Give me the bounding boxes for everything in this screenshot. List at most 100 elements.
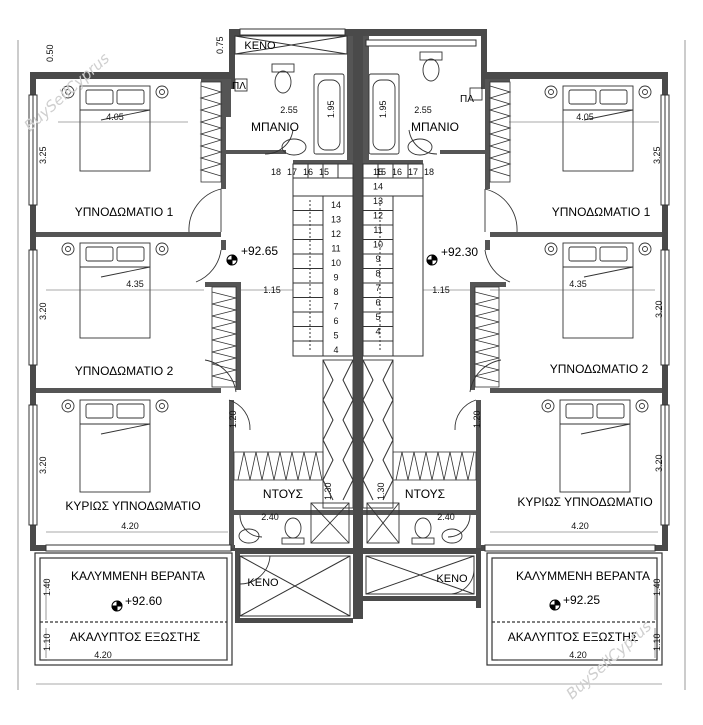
stair-number-left-top: 18 bbox=[271, 167, 281, 177]
dim-left-balcony-width: 4.20 bbox=[94, 650, 112, 660]
level-right-hall: +92.30 bbox=[441, 245, 478, 259]
label-right-bedroom1: ΥΠΝΟΔΩΜΑΤΙΟ 1 bbox=[552, 205, 651, 219]
stair-number-left: 4 bbox=[333, 345, 338, 355]
dim-left-tub: 1.95 bbox=[326, 100, 336, 118]
stair-number-right: 11 bbox=[373, 225, 382, 235]
dim-right-bed2-width: 4.35 bbox=[569, 279, 587, 289]
dimension-text: 0.50 0.75 3.25 3.20 3.20 3.25 3.20 3.20 … bbox=[38, 36, 664, 660]
label-right-bedroom2: ΥΠΝΟΔΩΜΑΤΙΟ 2 bbox=[550, 362, 649, 376]
dim-left-hall-width: 1.15 bbox=[263, 285, 281, 295]
double-bed bbox=[61, 85, 169, 172]
level-markers bbox=[111, 254, 561, 612]
stair-number-left: 8 bbox=[333, 287, 338, 297]
dim-left-shower: 1.30 bbox=[323, 482, 333, 500]
dim-right-master-width: 4.20 bbox=[571, 521, 589, 531]
label-right-bathroom: ΜΠΑΝΙΟ bbox=[411, 120, 459, 134]
stair-number-right: 15 bbox=[373, 167, 383, 177]
dim-left-bed1-width: 4.05 bbox=[106, 112, 124, 122]
label-left-bedroom1: ΥΠΝΟΔΩΜΑΤΙΟ 1 bbox=[75, 205, 174, 219]
stair-number-right-top: 15 bbox=[376, 167, 386, 177]
dim-left-bed2-width: 4.35 bbox=[126, 279, 144, 289]
stair-number-right: 6 bbox=[375, 298, 380, 308]
dim-right-320b: 3.20 bbox=[654, 454, 664, 472]
staircase bbox=[292, 163, 424, 509]
dim-left-bath-width: 2.55 bbox=[280, 105, 298, 115]
label-right-pl: ΠΛ bbox=[460, 94, 474, 105]
stair-number-left-top: 16 bbox=[303, 167, 313, 177]
label-left-open-balcony: ΑΚΑΛΥΠΤΟΣ ΕΞΩΣΤΗΣ bbox=[70, 630, 201, 644]
sanitary-fixtures bbox=[234, 51, 483, 545]
dim-left-320b: 3.20 bbox=[38, 456, 48, 474]
stair-number-left: 14 bbox=[331, 200, 341, 210]
double-bed bbox=[544, 242, 652, 339]
double-bed bbox=[544, 85, 652, 172]
dim-right-corridor: 1.20 bbox=[472, 410, 482, 428]
dim-right-balcony-depth: 1.10 bbox=[652, 633, 662, 651]
dim-right-bed1-width: 4.05 bbox=[576, 112, 594, 122]
stair-number-left: 9 bbox=[333, 273, 338, 283]
dim-right-balcony-width: 4.20 bbox=[569, 650, 587, 660]
stair-number-left: 5 bbox=[333, 331, 338, 341]
stair-number-right: 10 bbox=[373, 240, 383, 250]
stair-number-right: 12 bbox=[373, 211, 383, 221]
balconies bbox=[34, 552, 663, 666]
label-right-master: ΚΥΡΙΩΣ ΥΠΝΟΔΩΜΑΤΙΟ bbox=[517, 495, 652, 509]
label-right-covered-veranda: ΚΑΛΥΜΜΕΝΗ ΒΕΡΑΝΤΑ bbox=[516, 569, 650, 583]
label-left-bedroom2: ΥΠΝΟΔΩΜΑΤΙΟ 2 bbox=[75, 364, 174, 378]
dim-right-veranda-depth: 1.40 bbox=[652, 578, 662, 596]
stair-number-left: 6 bbox=[333, 316, 338, 326]
stair-number-right: 8 bbox=[375, 269, 380, 279]
dim-right-325: 3.25 bbox=[652, 146, 662, 164]
stair-number-right: 4 bbox=[375, 327, 380, 337]
dim-right-hall-width: 1.15 bbox=[432, 285, 450, 295]
dim-top-left-050: 0.50 bbox=[45, 44, 55, 62]
dim-right-320a: 3.20 bbox=[654, 300, 664, 318]
wardrobes bbox=[199, 81, 512, 481]
dimension-lines bbox=[17, 40, 686, 690]
level-left-hall: +92.65 bbox=[241, 244, 278, 258]
dim-right-shower: 1.30 bbox=[376, 482, 386, 500]
double-bed bbox=[61, 242, 169, 339]
label-left-bathroom: ΜΠΑΝΙΟ bbox=[251, 120, 299, 134]
dim-left-wc-width: 2.40 bbox=[261, 512, 279, 522]
double-bed bbox=[541, 399, 649, 493]
voids bbox=[234, 35, 475, 617]
stair-number-left-top: 17 bbox=[287, 167, 297, 177]
level-right-veranda: +92.25 bbox=[563, 593, 600, 607]
label-void-top: ΚΕΝΟ bbox=[244, 40, 276, 52]
stair-number-right: 14 bbox=[373, 182, 383, 192]
label-void-bottom-left: ΚΕΝΟ bbox=[247, 577, 279, 589]
stair-number-right: 7 bbox=[375, 283, 380, 293]
windows bbox=[28, 28, 670, 552]
stair-number-left: 13 bbox=[331, 215, 341, 225]
stair-number-left: 10 bbox=[331, 258, 341, 268]
stair-number-right: 5 bbox=[375, 312, 380, 322]
stair-number-left: 11 bbox=[331, 244, 340, 254]
dim-right-bath-width: 2.55 bbox=[414, 105, 432, 115]
label-void-bottom-right: ΚΕΝΟ bbox=[436, 573, 468, 585]
room-labels: ΥΠΝΟΔΩΜΑΤΙΟ 1 ΥΠΝΟΔΩΜΑΤΙΟ 1 ΥΠΝΟΔΩΜΑΤΙΟ … bbox=[65, 40, 652, 644]
stair-number-left: 12 bbox=[331, 229, 341, 239]
stair-number-right: 13 bbox=[373, 196, 383, 206]
dim-right-tub: 1.95 bbox=[378, 100, 388, 118]
stair-number-left: 7 bbox=[333, 302, 338, 312]
dim-left-325: 3.25 bbox=[38, 146, 48, 164]
dim-left-balcony-depth: 1.10 bbox=[42, 633, 52, 651]
dim-left-master-width: 4.20 bbox=[121, 521, 139, 531]
stair-number-right-top: 16 bbox=[392, 167, 402, 177]
stair-number-left-top: 15 bbox=[319, 167, 329, 177]
door-swings bbox=[188, 129, 518, 595]
label-left-shower: ΝΤΟΥΣ bbox=[263, 487, 303, 501]
label-right-shower: ΝΤΟΥΣ bbox=[405, 487, 445, 501]
double-bed bbox=[61, 399, 169, 493]
dim-left-veranda-depth: 1.40 bbox=[42, 578, 52, 596]
label-left-covered-veranda: ΚΑΛΥΜΜΕΝΗ ΒΕΡΑΝΤΑ bbox=[71, 569, 205, 583]
label-left-pl: ΠΛ bbox=[232, 81, 246, 92]
stair-number-right-top: 17 bbox=[408, 167, 418, 177]
stair-number-right-top: 18 bbox=[424, 167, 434, 177]
label-left-master: ΚΥΡΙΩΣ ΥΠΝΟΔΩΜΑΤΙΟ bbox=[65, 499, 200, 513]
dim-left-corridor: 1.20 bbox=[228, 410, 238, 428]
level-left-veranda: +92.60 bbox=[125, 594, 162, 608]
